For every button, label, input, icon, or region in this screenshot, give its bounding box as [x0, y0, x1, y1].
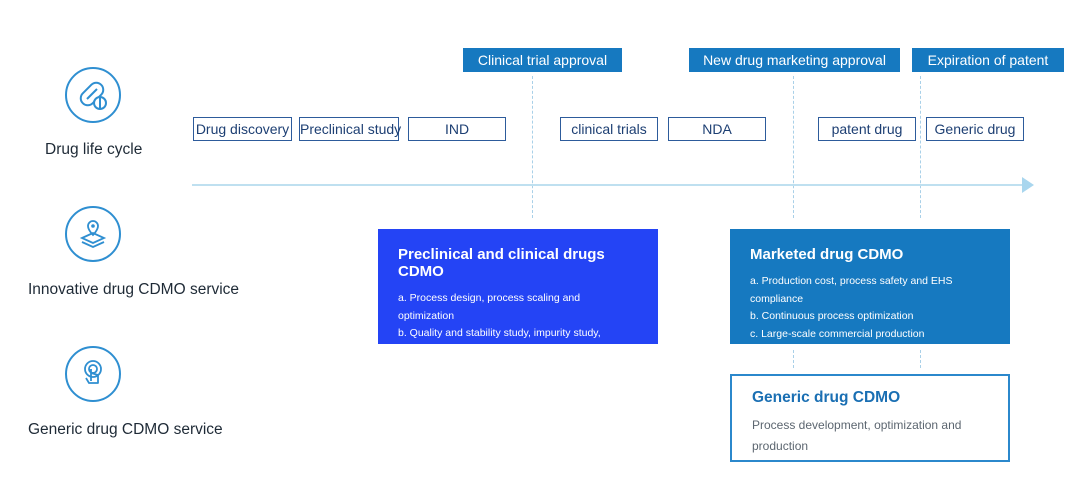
card-preclinical-clinical-cdmo: Preclinical and clinical drugs CDMO a. P… [378, 229, 658, 374]
card-item: a. Production cost, process safety and E… [750, 275, 953, 305]
row-label-innovative-drug-cdmo: Innovative drug CDMO service [28, 281, 240, 298]
milestone-clinical-trial-approval: Clinical trial approval [463, 48, 622, 72]
guide-line-marketing-approval [793, 76, 794, 218]
guide-line-clinical-trial-approval [532, 76, 533, 218]
layers-location-icon [65, 206, 121, 262]
timeline-line [192, 184, 1024, 186]
card-title: Marketed drug CDMO [750, 246, 904, 263]
card-item: c. Small-scale customized production [398, 362, 572, 374]
stage-generic-drug: Generic drug [926, 117, 1024, 141]
card-marketed-drug-cdmo: Marketed drug CDMO a. Production cost, p… [730, 229, 1010, 344]
stage-clinical-trials: clinical trials [560, 117, 658, 141]
milestone-new-drug-marketing-approval: New drug marketing approval [689, 48, 900, 72]
stage-patent-drug: patent drug [818, 117, 916, 141]
stage-preclinical-study: Preclinical study [299, 117, 401, 141]
row-label-drug-life-cycle: Drug life cycle [45, 141, 143, 158]
milestone-expiration-of-patent: Expiration of patent [912, 48, 1064, 72]
stage-nda: NDA [668, 117, 766, 141]
guide-line-marketing-to-generic [793, 350, 794, 368]
stage-ind: IND [408, 117, 506, 141]
touch-finger-icon [65, 346, 121, 402]
card-title: Generic drug CDMO [752, 389, 901, 406]
capsule-icon [65, 67, 121, 123]
row-label-generic-drug-cdmo: Generic drug CDMO service [28, 421, 223, 438]
card-description: Process development, optimization and pr… [752, 418, 962, 453]
card-item: c. Large-scale commercial production [750, 327, 925, 340]
card-item: b. Continuous process optimization [750, 310, 914, 322]
card-item: a. Process design, process scaling and o… [398, 292, 581, 322]
card-item: process verification, etc [398, 344, 508, 357]
card-title: Preclinical and clinical drugs CDMO [398, 246, 605, 280]
card-item: b. Quality and stability study, impurity… [398, 327, 601, 339]
timeline-arrow-head [1022, 177, 1034, 193]
card-generic-drug-cdmo: Generic drug CDMO Process development, o… [730, 374, 1010, 462]
guide-line-patent-to-generic [920, 350, 921, 368]
stage-drug-discovery: Drug discovery [193, 117, 292, 141]
guide-line-patent-expiration [920, 76, 921, 218]
